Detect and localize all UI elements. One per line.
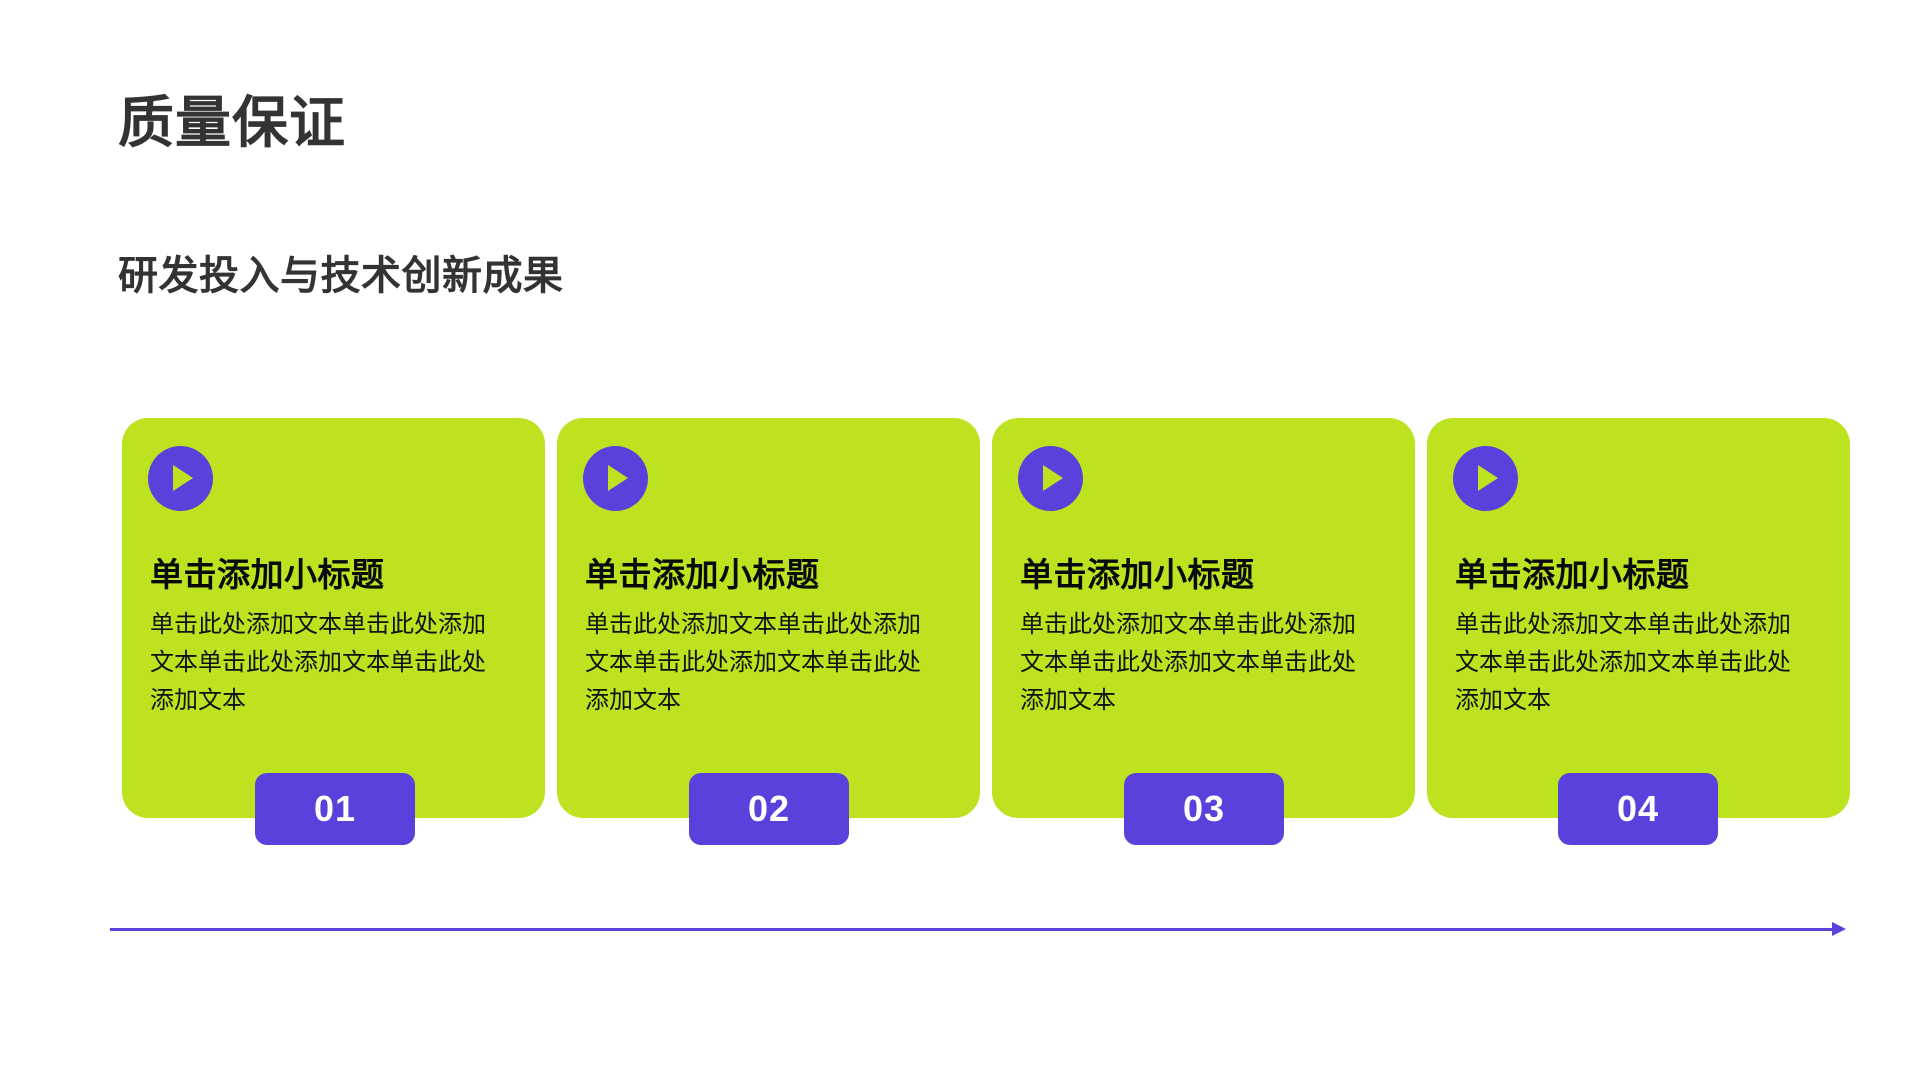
page-title: 质量保证: [118, 91, 346, 154]
arrow-right-icon: [1832, 922, 1846, 936]
page-subtitle: 研发投入与技术创新成果: [118, 254, 564, 298]
card-body-text: 单击此处添加文本单击此处添加文本单击此处添加文本单击此处添加文本: [1020, 612, 1356, 714]
play-icon[interactable]: [1018, 446, 1083, 511]
play-triangle-icon: [608, 465, 628, 491]
card-heading: 单击添加小标题: [585, 556, 820, 593]
card-heading: 单击添加小标题: [1020, 556, 1255, 593]
card-body-text: 单击此处添加文本单击此处添加文本单击此处添加文本单击此处添加文本: [150, 612, 486, 714]
play-triangle-icon: [1478, 465, 1498, 491]
card-badge-4[interactable]: 04: [1558, 773, 1718, 845]
card-item-2[interactable]: 单击添加小标题 单击此处添加文本单击此处添加文本单击此处添加文本单击此处添加文本: [557, 418, 980, 818]
play-icon[interactable]: [583, 446, 648, 511]
card-heading: 单击添加小标题: [1455, 556, 1690, 593]
play-icon[interactable]: [148, 446, 213, 511]
card-badge-3[interactable]: 03: [1124, 773, 1284, 845]
play-triangle-icon: [173, 465, 193, 491]
card-badge-1[interactable]: 01: [255, 773, 415, 845]
play-icon[interactable]: [1453, 446, 1518, 511]
timeline-arrow: [110, 920, 1850, 940]
card-body-text: 单击此处添加文本单击此处添加文本单击此处添加文本单击此处添加文本: [1455, 612, 1791, 714]
play-triangle-icon: [1043, 465, 1063, 491]
card-item-4[interactable]: 单击添加小标题 单击此处添加文本单击此处添加文本单击此处添加文本单击此处添加文本: [1427, 418, 1850, 818]
timeline-line: [110, 928, 1835, 931]
card-heading: 单击添加小标题: [150, 556, 385, 593]
card-badge-2[interactable]: 02: [689, 773, 849, 845]
card-item-3[interactable]: 单击添加小标题 单击此处添加文本单击此处添加文本单击此处添加文本单击此处添加文本: [992, 418, 1415, 818]
card-item-1[interactable]: 单击添加小标题 单击此处添加文本单击此处添加文本单击此处添加文本单击此处添加文本: [122, 418, 545, 818]
card-body-text: 单击此处添加文本单击此处添加文本单击此处添加文本单击此处添加文本: [585, 612, 921, 714]
